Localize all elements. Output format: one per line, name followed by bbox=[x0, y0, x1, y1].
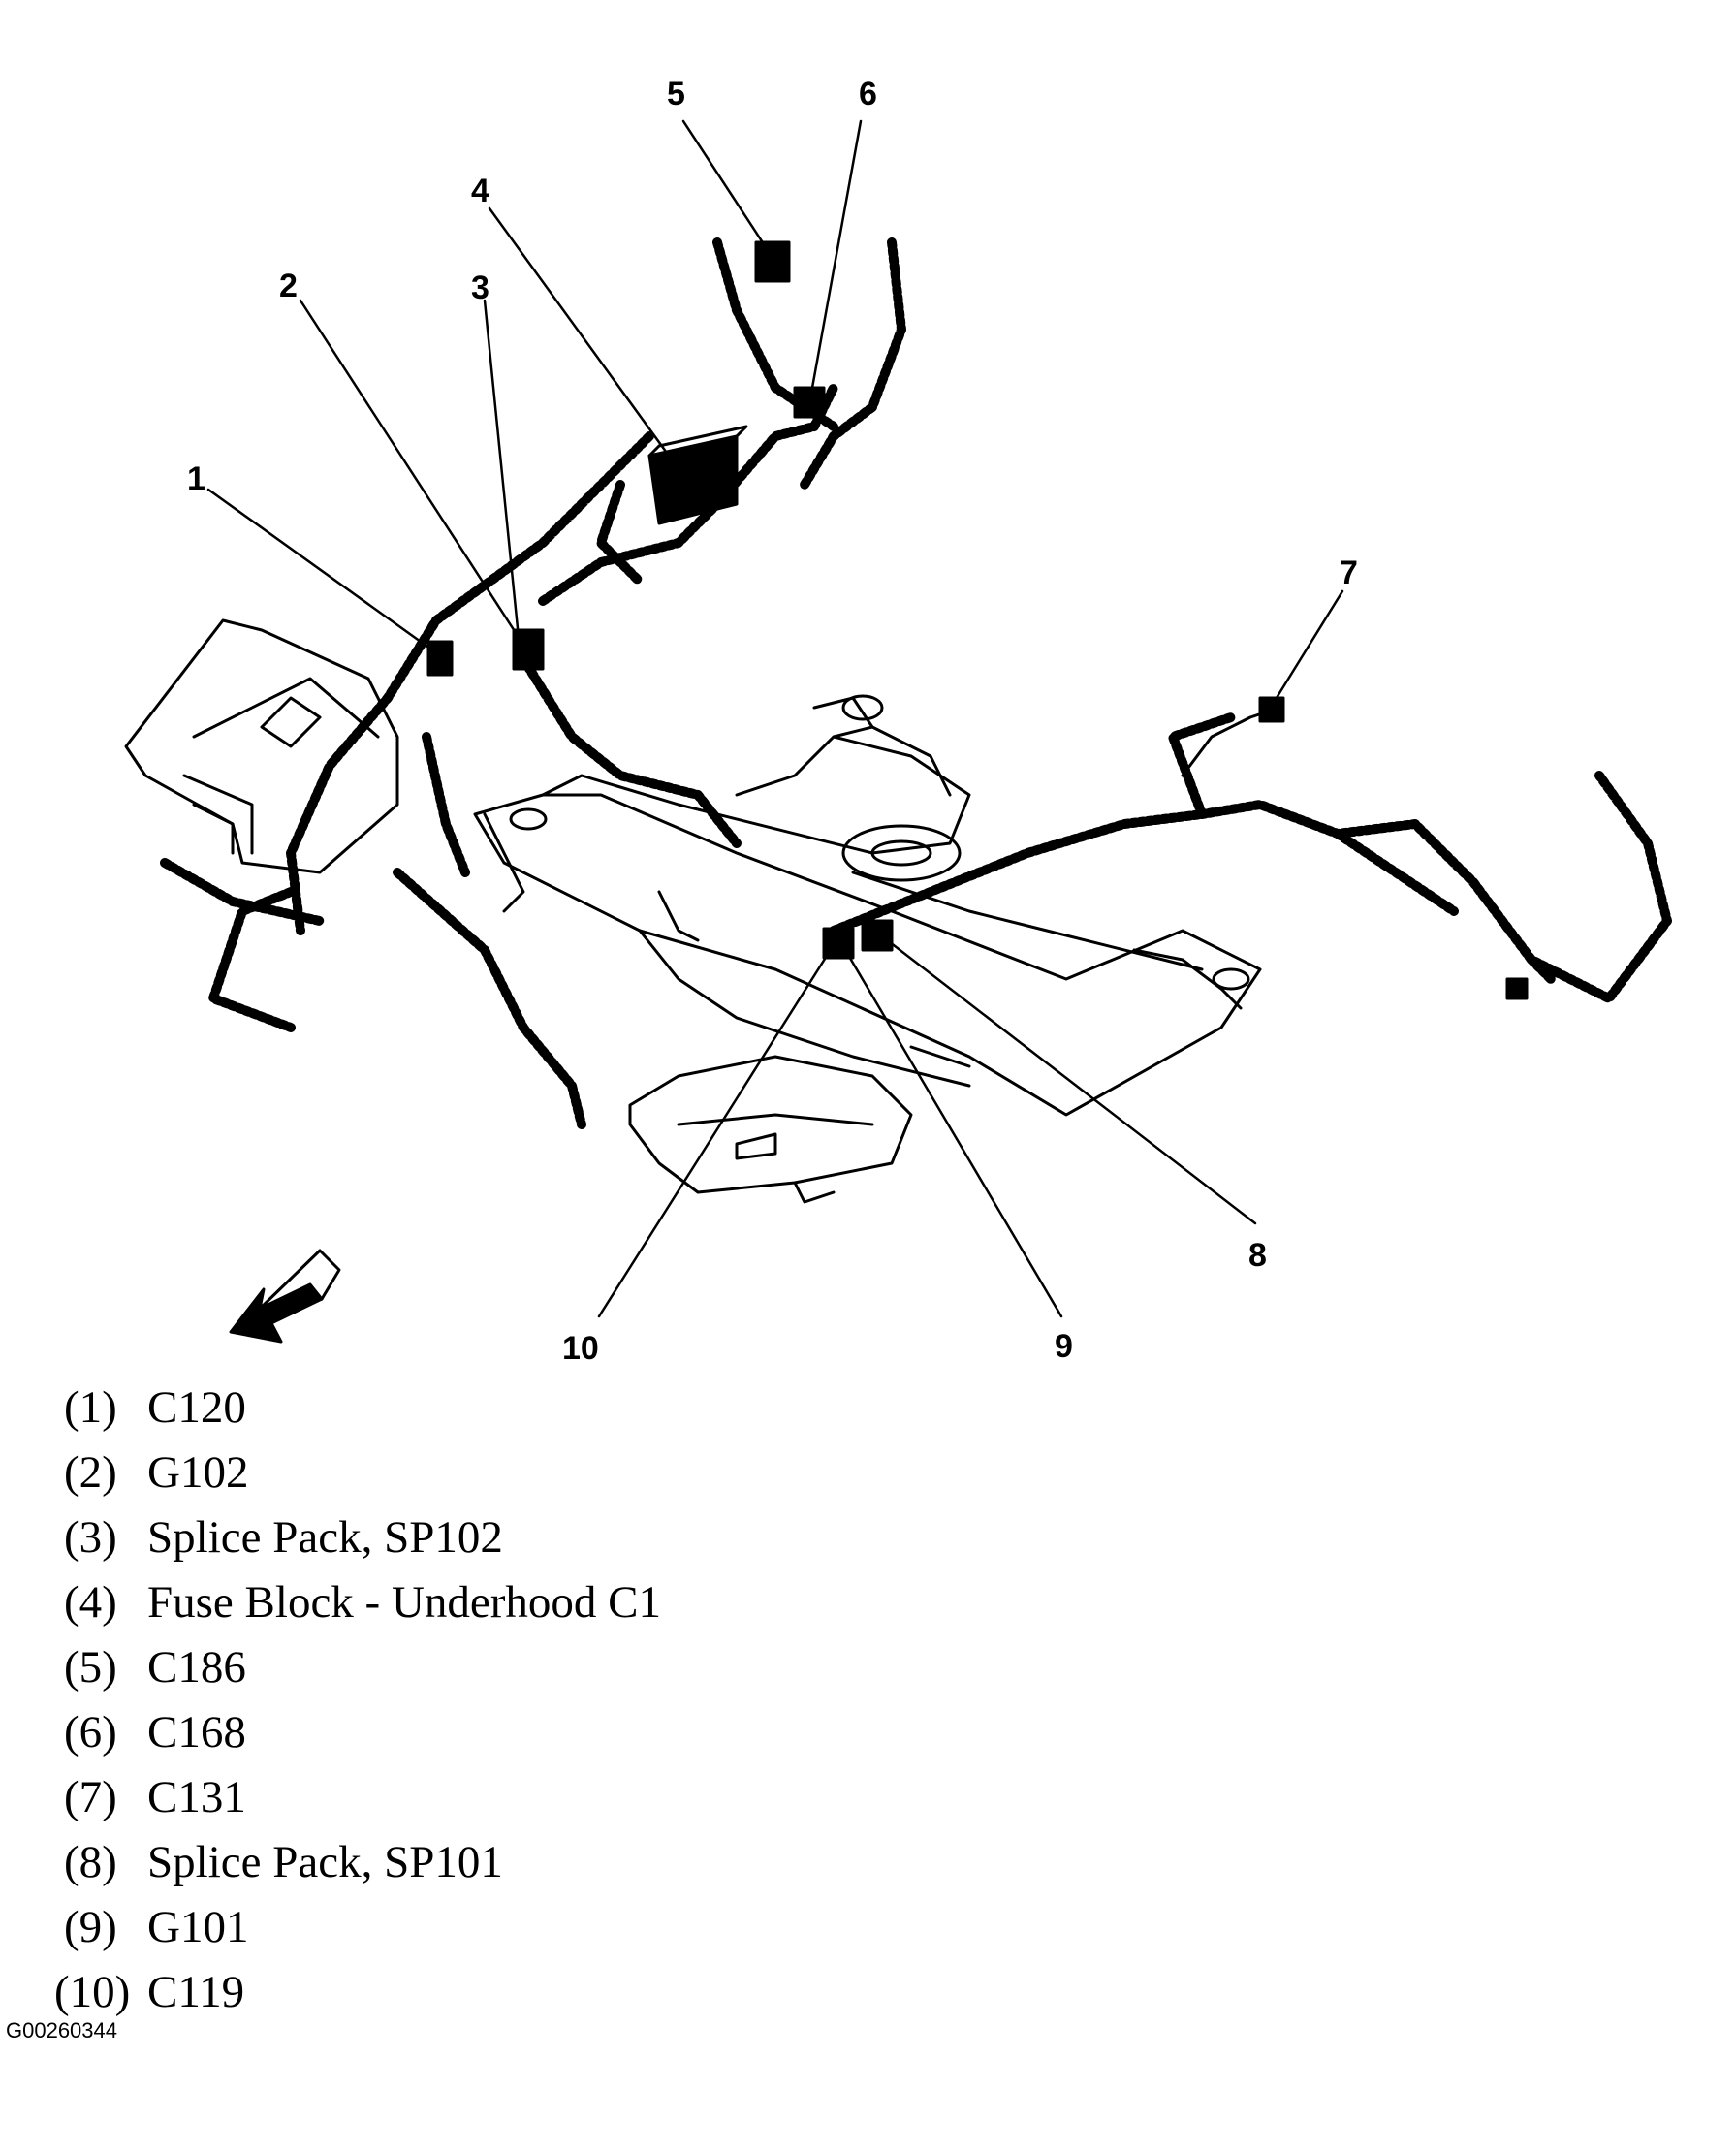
callout-7: 7 bbox=[1340, 554, 1358, 591]
callout-8: 8 bbox=[1248, 1237, 1267, 1274]
legend-label: Fuse Block - Underhood C1 bbox=[147, 1577, 662, 1628]
legend-number: (8) bbox=[64, 1837, 117, 1887]
legend-item: (10) C119 bbox=[54, 1966, 245, 2024]
front-arrow-icon bbox=[229, 1249, 341, 1344]
callout-9: 9 bbox=[1055, 1328, 1073, 1365]
engine-cradle bbox=[473, 694, 1262, 1117]
legend-item: (4) Fuse Block - Underhood C1 bbox=[64, 1576, 661, 1634]
legend-label: C119 bbox=[147, 1967, 245, 2017]
legend-label: G101 bbox=[147, 1902, 249, 1952]
callout-10: 10 bbox=[562, 1330, 599, 1367]
callout-1: 1 bbox=[187, 460, 205, 497]
legend-label: Splice Pack, SP102 bbox=[147, 1512, 503, 1563]
legend-item: (1) C120 bbox=[64, 1381, 246, 1440]
legend-label: Splice Pack, SP101 bbox=[147, 1837, 503, 1887]
legend-item: (8) Splice Pack, SP101 bbox=[64, 1836, 503, 1894]
legend-item: (7) C131 bbox=[64, 1771, 246, 1829]
legend-number: (2) bbox=[64, 1447, 117, 1498]
callout-6: 6 bbox=[859, 76, 877, 112]
legend-number: (5) bbox=[64, 1642, 117, 1693]
callout-3: 3 bbox=[471, 269, 489, 306]
connectors bbox=[426, 240, 1529, 1000]
legend-label: C131 bbox=[147, 1772, 246, 1822]
legend-label: C186 bbox=[147, 1642, 246, 1693]
legend-number: (7) bbox=[64, 1772, 117, 1822]
legend-label: C120 bbox=[147, 1382, 246, 1433]
lower-crossmember bbox=[628, 1055, 913, 1204]
legend-item: (5) C186 bbox=[64, 1641, 246, 1699]
legend-number: (10) bbox=[54, 1967, 131, 2017]
legend-item: (3) Splice Pack, SP102 bbox=[64, 1511, 503, 1569]
legend-item: (9) G101 bbox=[64, 1901, 248, 1959]
legend-number: (6) bbox=[64, 1707, 117, 1757]
legend-label: C168 bbox=[147, 1707, 246, 1757]
legend-item: (2) G102 bbox=[64, 1446, 248, 1504]
legend-number: (9) bbox=[64, 1902, 117, 1952]
legend-label: G102 bbox=[147, 1447, 249, 1498]
legend-item: (6) C168 bbox=[64, 1706, 246, 1764]
callout-5: 5 bbox=[667, 76, 685, 112]
harness-upper-branch bbox=[538, 237, 906, 606]
figure-id: G00260344 bbox=[6, 2018, 117, 2042]
callout-2: 2 bbox=[279, 268, 298, 304]
legend-number: (4) bbox=[64, 1577, 117, 1628]
leader-lines bbox=[206, 119, 1344, 1318]
wiring-harness-diagram: 1 2 3 4 5 6 7 8 9 10 bbox=[124, 76, 1672, 1367]
left-fender-bracket bbox=[124, 618, 399, 874]
callout-4: 4 bbox=[471, 173, 489, 209]
fuse-block-icon bbox=[647, 425, 748, 525]
legend-number: (1) bbox=[64, 1382, 117, 1433]
harness-left-branch bbox=[160, 431, 742, 1129]
legend-number: (3) bbox=[64, 1512, 117, 1563]
harness-right-branch bbox=[829, 712, 1672, 1003]
callout-labels: 1 2 3 4 5 6 7 8 9 10 bbox=[187, 76, 1358, 1367]
